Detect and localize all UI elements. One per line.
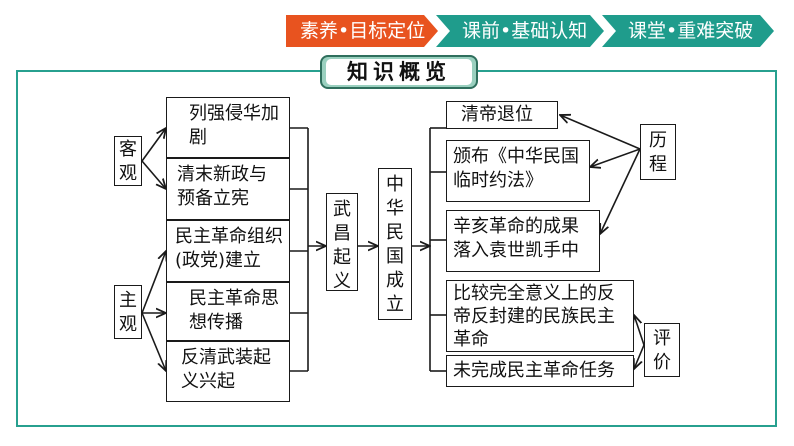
outcome-text: 比较完全意义上的反帝反封建的民族民主革命 xyxy=(453,283,615,350)
cause-box-new-policies: 清末新政与预备立宪 xyxy=(166,158,290,220)
result-roc-founded: 中华民国成立 xyxy=(378,168,412,320)
cause-text: 清末新政与预备立宪 xyxy=(177,164,267,209)
outcome-democratic-revolution: 比较完全意义上的反帝反封建的民族民主革命 xyxy=(446,280,634,352)
tab-basic-knowledge[interactable]: 课前•基础认知 xyxy=(436,15,604,47)
evaluation-label: 评价 xyxy=(644,323,680,377)
outcome-provisional-constitution: 颁布《中华民国临时约法》 xyxy=(446,140,590,202)
outcome-abdication: 清帝退位 xyxy=(446,101,558,129)
tab-key-difficulties[interactable]: 课堂•重难突破 xyxy=(602,15,774,47)
cause-box-armed-uprisings: 反清武装起义兴起 xyxy=(166,341,290,402)
subjective-label: 主观 xyxy=(114,285,142,339)
tab-goal-positioning[interactable]: 素养•目标定位 xyxy=(286,15,438,47)
cause-text: 民主革命思想传播 xyxy=(189,288,279,333)
cause-box-foreign-aggression: 列强侵华加剧 xyxy=(166,97,290,158)
outcome-text: 未完成民主革命任务 xyxy=(453,360,615,381)
cause-text: 列强侵华加剧 xyxy=(189,103,279,148)
outcome-text: 颁布《中华民国临时约法》 xyxy=(453,146,579,191)
outcome-yuan-shikai: 辛亥革命的成果落入袁世凯手中 xyxy=(446,210,600,272)
outcome-text: 辛亥革命的成果落入袁世凯手中 xyxy=(453,216,579,261)
cause-text: 反清武装起义兴起 xyxy=(181,347,271,392)
process-label: 历程 xyxy=(640,124,676,180)
cause-text: 民主革命组织(政党)建立 xyxy=(175,226,283,271)
page-title: 知识概览 xyxy=(326,59,472,85)
event-wuchang-uprising: 武昌起义 xyxy=(326,193,358,292)
cause-box-revolutionary-ideas: 民主革命思想传播 xyxy=(166,282,290,341)
outcome-unfinished-task: 未完成民主革命任务 xyxy=(446,355,634,387)
outcome-text: 清帝退位 xyxy=(461,104,533,125)
objective-label: 客观 xyxy=(114,136,142,186)
cause-box-revolutionary-orgs: 民主革命组织(政党)建立 xyxy=(166,220,290,282)
